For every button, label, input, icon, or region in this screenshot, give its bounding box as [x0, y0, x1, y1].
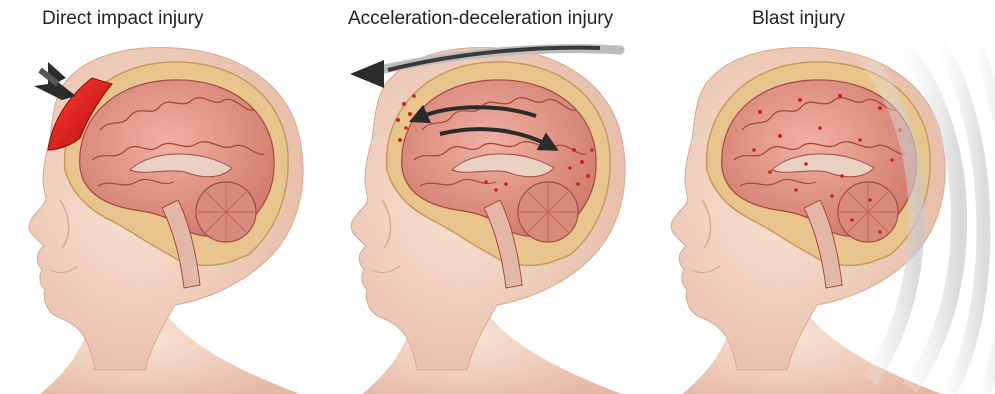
- head-illustration-blast: [671, 47, 945, 394]
- head-illustration-direct-impact: [29, 47, 303, 394]
- head-illustration-acceleration-deceleration: [351, 47, 625, 394]
